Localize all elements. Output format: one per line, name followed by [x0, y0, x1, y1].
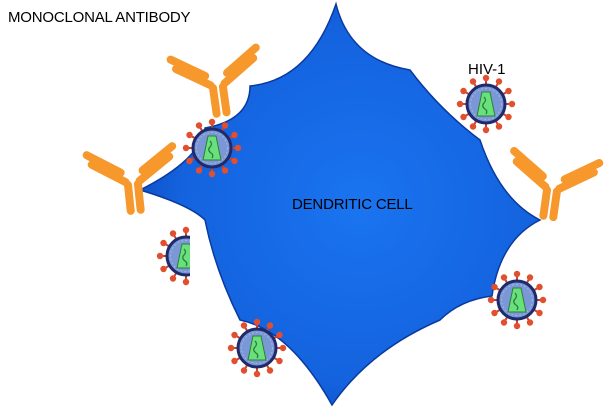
- hiv-virion-top-right: [455, 73, 517, 135]
- antibody-label: MONOCLONAL ANTIBODY: [8, 9, 191, 26]
- cell-label: DENDRITIC CELL: [292, 196, 413, 213]
- virus-label: HIV-1: [468, 61, 506, 78]
- hiv-virion-mid-left: [156, 226, 190, 286]
- hiv-virion-right: [486, 269, 548, 331]
- dendritic-cell-body: [137, 1, 542, 407]
